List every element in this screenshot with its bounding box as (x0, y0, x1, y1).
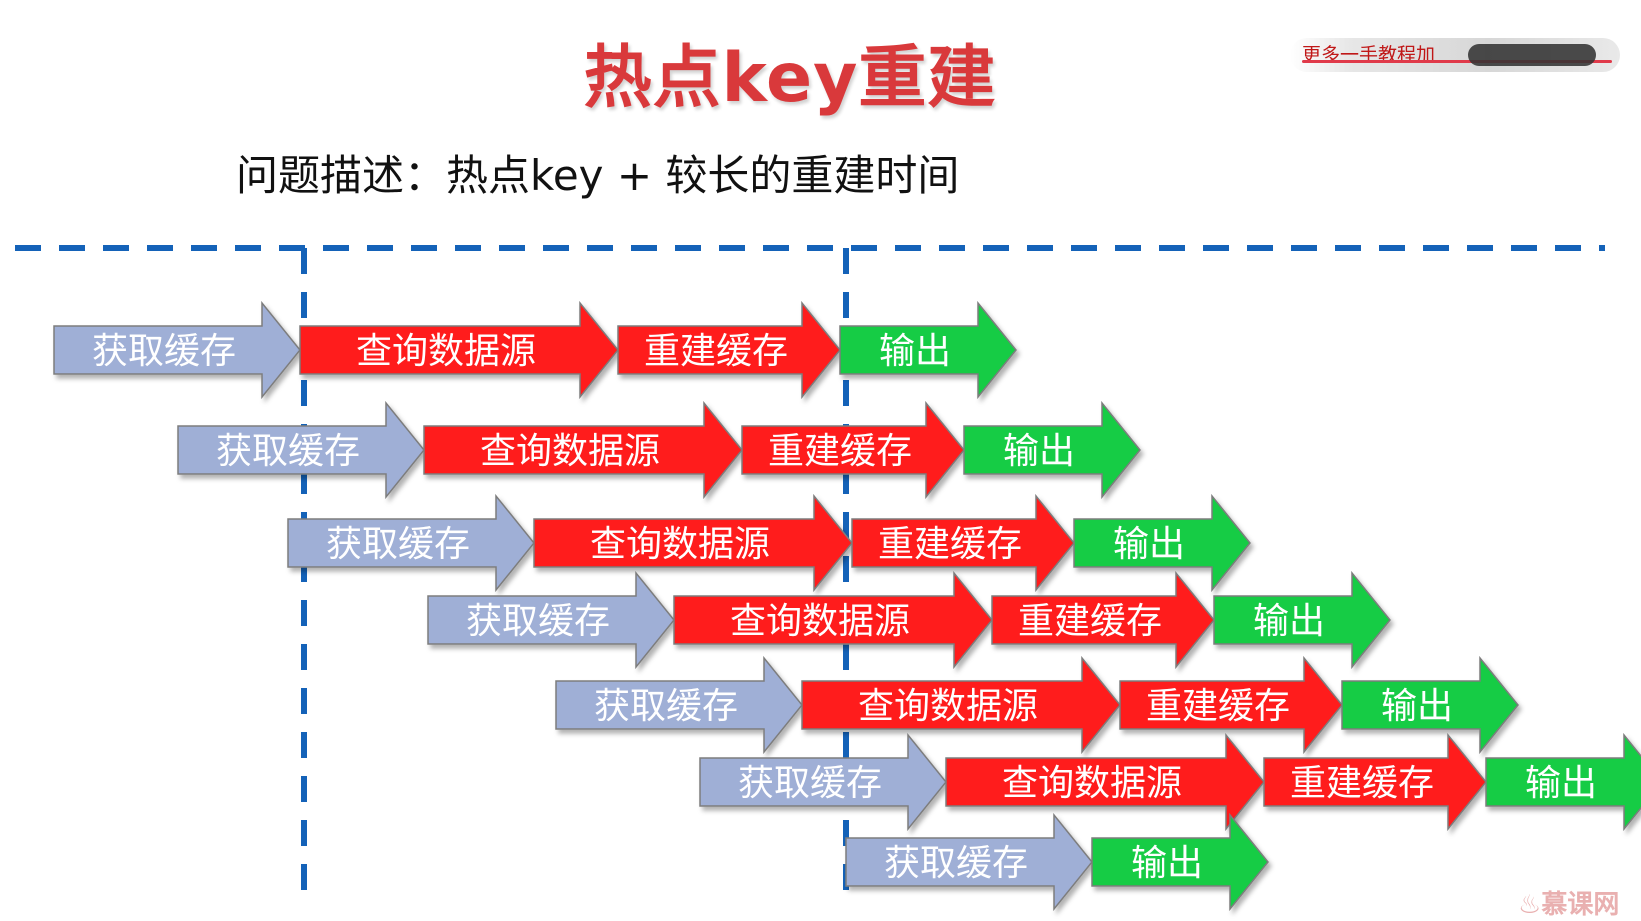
get-arrow-shape (699, 732, 947, 832)
request-row-6: 获取缓存 查询数据源 重建缓存 输出 (699, 732, 1641, 832)
rebuild-arrow-shape (617, 300, 841, 400)
output-arrow-label: 输出 (1131, 843, 1203, 884)
rebuild-arrow-label: 重建缓存 (768, 431, 912, 472)
output-arrow-shape (1213, 570, 1391, 670)
output-step-arrow: 输出 (1073, 493, 1251, 593)
output-arrow-label: 输出 (879, 331, 951, 372)
flame-icon: ♨ (1518, 890, 1542, 920)
rebuild-arrow-shape (851, 493, 1075, 593)
output-step-arrow: 输出 (963, 400, 1141, 500)
rebuild-arrow-label: 重建缓存 (878, 524, 1022, 565)
get-step-arrow: 获取缓存 (845, 812, 1093, 912)
query-arrow-shape (673, 570, 993, 670)
query-arrow-shape (533, 493, 853, 593)
rebuild-arrow-label: 重建缓存 (1290, 763, 1434, 804)
query-arrow-label: 查询数据源 (480, 431, 660, 472)
output-arrow-label: 输出 (1113, 524, 1185, 565)
brand-text: 慕课网 (1541, 890, 1620, 920)
get-step-arrow: 获取缓存 (427, 570, 675, 670)
rebuild-arrow-shape (1119, 655, 1343, 755)
get-arrow-shape (845, 812, 1093, 912)
query-step-arrow: 查询数据源 (673, 570, 993, 670)
get-arrow-label: 获取缓存 (594, 686, 738, 727)
output-arrow-shape (1073, 493, 1251, 593)
rebuild-arrow-shape (991, 570, 1215, 670)
query-arrow-shape (801, 655, 1121, 755)
query-step-arrow: 查询数据源 (945, 732, 1265, 832)
rebuild-arrow-label: 重建缓存 (1146, 686, 1290, 727)
rebuild-arrow-shape (741, 400, 965, 500)
query-arrow-label: 查询数据源 (858, 686, 1038, 727)
output-arrow-label: 输出 (1525, 763, 1597, 804)
query-arrow-shape (945, 732, 1265, 832)
rebuild-arrow-label: 重建缓存 (1018, 601, 1162, 642)
get-arrow-label: 获取缓存 (326, 524, 470, 565)
request-row-3: 获取缓存 查询数据源 重建缓存 输出 (287, 493, 1251, 593)
get-arrow-label: 获取缓存 (466, 601, 610, 642)
request-row-4: 获取缓存 查询数据源 重建缓存 输出 (427, 570, 1391, 670)
get-arrow-shape (53, 300, 301, 400)
brand-logo: ♨慕课网 (1518, 884, 1619, 921)
request-row-7: 获取缓存 输出 (845, 812, 1269, 912)
output-arrow-label: 输出 (1003, 431, 1075, 472)
get-step-arrow: 获取缓存 (555, 655, 803, 755)
get-step-arrow: 获取缓存 (53, 300, 301, 400)
get-step-arrow: 获取缓存 (177, 400, 425, 500)
request-row-5: 获取缓存 查询数据源 重建缓存 输出 (555, 655, 1519, 755)
query-arrow-label: 查询数据源 (730, 601, 910, 642)
page-title: 热点key重建 (583, 39, 997, 118)
rebuild-step-arrow: 重建缓存 (741, 400, 965, 500)
query-arrow-label: 查询数据源 (1002, 763, 1182, 804)
output-step-arrow: 输出 (1485, 732, 1641, 832)
query-arrow-shape (423, 400, 743, 500)
output-step-arrow: 输出 (1213, 570, 1391, 670)
output-arrow-shape (1091, 812, 1269, 912)
output-arrow-shape (1485, 732, 1641, 832)
rebuild-arrow-shape (1263, 732, 1487, 832)
rebuild-step-arrow: 重建缓存 (617, 300, 841, 400)
get-step-arrow: 获取缓存 (287, 493, 535, 593)
query-arrow-label: 查询数据源 (356, 331, 536, 372)
rebuild-step-arrow: 重建缓存 (991, 570, 1215, 670)
rebuild-arrow-label: 重建缓存 (644, 331, 788, 372)
query-arrow-label: 查询数据源 (590, 524, 770, 565)
request-timelines: 获取缓存查询数据源重建缓存输出获取缓存查询数据源重建缓存输出获取缓存查询数据源重… (53, 300, 1641, 912)
rebuild-step-arrow: 重建缓存 (1263, 732, 1487, 832)
get-arrow-shape (555, 655, 803, 755)
output-arrow-shape (963, 400, 1141, 500)
request-row-1: 获取缓存 查询数据源 重建缓存 输出 (53, 300, 1017, 400)
output-arrow-label: 输出 (1253, 601, 1325, 642)
rebuild-step-arrow: 重建缓存 (851, 493, 1075, 593)
output-arrow-shape (839, 300, 1017, 400)
query-step-arrow: 查询数据源 (533, 493, 853, 593)
redaction-scribble (1468, 44, 1596, 66)
query-step-arrow: 查询数据源 (801, 655, 1121, 755)
get-arrow-label: 获取缓存 (92, 331, 236, 372)
request-row-2: 获取缓存 查询数据源 重建缓存 输出 (177, 400, 1141, 500)
output-step-arrow: 输出 (1091, 812, 1269, 912)
output-step-arrow: 输出 (839, 300, 1017, 400)
get-arrow-label: 获取缓存 (738, 763, 882, 804)
query-arrow-shape (299, 300, 619, 400)
get-arrow-shape (287, 493, 535, 593)
watermark-banner: 更多一手教程加 (1290, 38, 1620, 72)
get-arrow-label: 获取缓存 (216, 431, 360, 472)
output-arrow-label: 输出 (1381, 686, 1453, 727)
rebuild-step-arrow: 重建缓存 (1119, 655, 1343, 755)
problem-description: 问题描述：热点key + 较长的重建时间 (236, 151, 960, 200)
watermark-underline (1302, 60, 1612, 63)
output-arrow-shape (1341, 655, 1519, 755)
query-step-arrow: 查询数据源 (423, 400, 743, 500)
output-step-arrow: 输出 (1341, 655, 1519, 755)
get-arrow-shape (427, 570, 675, 670)
get-step-arrow: 获取缓存 (699, 732, 947, 832)
query-step-arrow: 查询数据源 (299, 300, 619, 400)
get-arrow-label: 获取缓存 (884, 843, 1028, 884)
get-arrow-shape (177, 400, 425, 500)
